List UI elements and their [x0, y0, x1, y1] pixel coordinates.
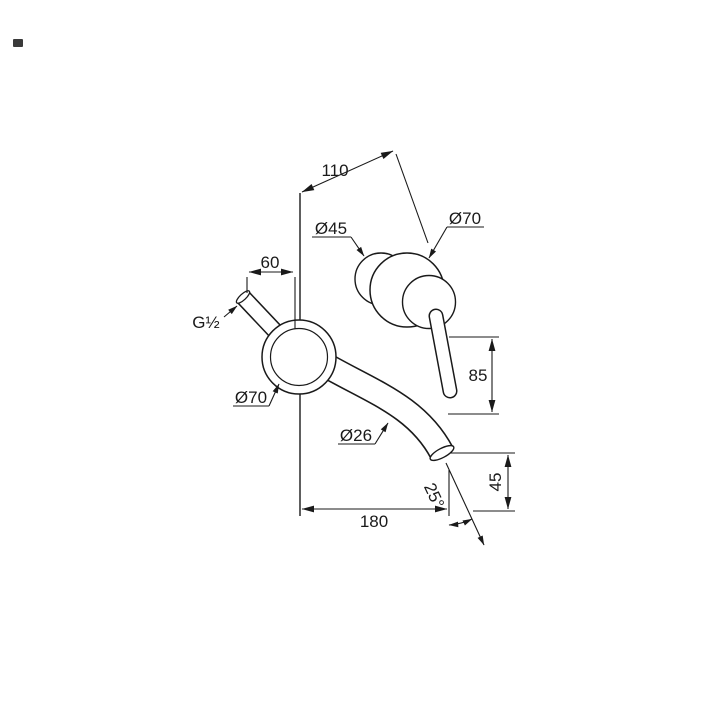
dia70-handle-leader [428, 226, 448, 259]
dim-45-label: 45 [486, 473, 505, 492]
dimension-annotations: 110 Ø45 Ø70 60 G½ Ø70 Ø26 [192, 150, 515, 546]
corner-mark [13, 39, 23, 47]
thread-g12-label: G½ [192, 313, 219, 332]
angle-arc [448, 518, 473, 528]
handle-lever [430, 310, 456, 397]
dim-180-label: 180 [360, 512, 388, 531]
dim-60-label: 60 [261, 253, 280, 272]
supply-pipe-end-face [235, 290, 251, 304]
dim-110-label: 110 [321, 161, 348, 180]
spout-flange-inner [269, 327, 329, 387]
faucet-body [235, 193, 458, 516]
handle-body-circle [401, 274, 457, 330]
dia70-handle-label: Ø70 [449, 209, 481, 228]
dim-85-label: 85 [469, 366, 488, 385]
dia26-leader [374, 422, 389, 445]
ext-line-110 [395, 153, 429, 244]
dia45-leader [350, 236, 365, 257]
thread-leader [223, 305, 238, 318]
dim-line-110 [301, 150, 394, 193]
dia70-spout-label: Ø70 [235, 388, 267, 407]
stream-direction-line [445, 462, 485, 546]
angle-25-label: 25° [420, 480, 448, 511]
dia26-label: Ø26 [340, 426, 372, 445]
spout-outlet-face [429, 444, 455, 462]
dia45-label: Ø45 [315, 219, 347, 238]
dia70-spout-leader [268, 383, 280, 407]
